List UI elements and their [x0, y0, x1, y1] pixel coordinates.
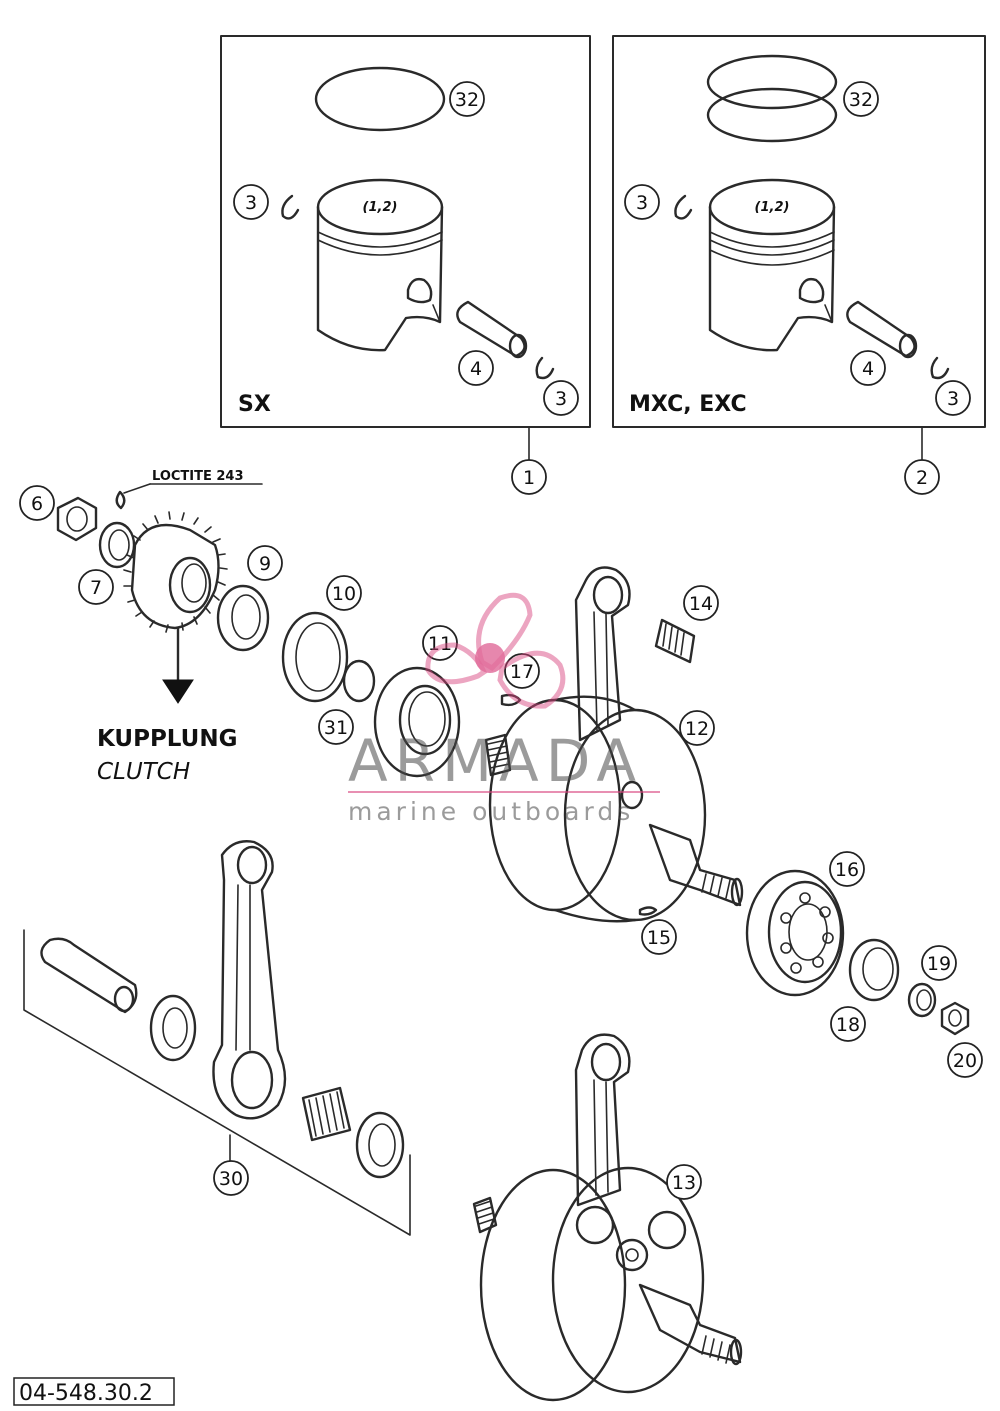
svg-text:16: 16 [835, 859, 859, 881]
callout-18: 18 [830, 1006, 866, 1042]
svg-text:7: 7 [90, 577, 102, 599]
callout-30: 30 [213, 1160, 249, 1196]
svg-text:32: 32 [849, 89, 873, 111]
svg-text:14: 14 [689, 593, 713, 615]
svg-text:4: 4 [862, 358, 874, 380]
svg-text:3: 3 [245, 192, 257, 214]
ball-bearing-part-16 [745, 869, 845, 997]
svg-text:10: 10 [332, 583, 356, 605]
document-number: 04-548.30.2 [19, 1381, 153, 1406]
svg-text:6: 6 [31, 493, 43, 515]
svg-text:19: 19 [927, 953, 951, 975]
clutch-label: CLUTCH [97, 759, 190, 785]
kupplung-label: KUPPLUNG [97, 726, 237, 752]
svg-text:17: 17 [510, 661, 534, 683]
callout-32: 32 [843, 81, 879, 117]
watermark-brand: ARMADA [348, 727, 643, 795]
callout-3: 3 [935, 380, 971, 416]
needle-bearing-part-14 [654, 618, 696, 664]
crankshaft-part-13 [472, 1033, 743, 1402]
piston [316, 178, 444, 352]
piston [708, 178, 836, 352]
callout-2: 2 [904, 459, 940, 495]
watermark-tagline: marine outboards [348, 797, 634, 826]
shaft-seal-part-18 [848, 938, 900, 1002]
crankshaft-part-12 [484, 566, 744, 923]
watermark-logo [425, 592, 566, 709]
bearing-part-11 [373, 666, 461, 778]
piston-ring [314, 66, 446, 132]
callout-3: 3 [543, 380, 579, 416]
callout-31: 31 [318, 709, 354, 745]
svg-text:18: 18 [836, 1014, 860, 1036]
callout-3: 3 [624, 184, 660, 220]
piston-ring [706, 54, 838, 110]
svg-text:30: 30 [219, 1168, 243, 1190]
callout-11: 11 [422, 625, 458, 661]
circlip [535, 356, 555, 380]
nut-part-6 [56, 496, 98, 542]
lock-washer-part-7 [98, 521, 136, 569]
circlip [674, 194, 693, 220]
piston-ring [706, 87, 838, 143]
svg-text:32: 32 [455, 89, 479, 111]
svg-text:12: 12 [685, 718, 709, 740]
svg-text:9: 9 [259, 553, 271, 575]
callout-3: 3 [233, 184, 269, 220]
svg-text:11: 11 [428, 633, 452, 655]
callout-14: 14 [683, 585, 719, 621]
svg-text:3: 3 [636, 192, 648, 214]
callout-15: 15 [641, 919, 677, 955]
svg-text:4: 4 [470, 358, 482, 380]
shim-part-10 [281, 611, 349, 703]
callout-4: 4 [850, 350, 886, 386]
woodruff-key-part-15 [638, 906, 658, 916]
svg-text:15: 15 [647, 927, 671, 949]
callout-4: 4 [458, 350, 494, 386]
woodruff-key-part-17 [500, 693, 522, 707]
o-ring-part-31 [342, 659, 376, 703]
svg-text:2: 2 [916, 467, 928, 489]
spacer-ring-part-9 [216, 584, 270, 652]
box-label-mxc-exc: MXC, EXC [629, 392, 747, 417]
callout-19: 19 [921, 945, 957, 981]
circlip [281, 194, 300, 220]
piston-pin [846, 300, 918, 359]
callout-6: 6 [19, 485, 55, 521]
box-mxc [612, 35, 986, 428]
svg-text:20: 20 [953, 1050, 977, 1072]
piston-pin [456, 300, 528, 359]
svg-text:31: 31 [324, 717, 348, 739]
conrod-kit-part-30 [23, 840, 411, 1236]
piston-marking: (1,2) [755, 200, 790, 215]
callout-12: 12 [679, 710, 715, 746]
callout-10: 10 [326, 575, 362, 611]
svg-text:3: 3 [947, 388, 959, 410]
callout-17: 17 [504, 653, 540, 689]
box-sx [220, 35, 591, 428]
woodruff-key [115, 490, 126, 510]
circlip [930, 356, 950, 380]
callout-9: 9 [247, 545, 283, 581]
piston-marking: (1,2) [363, 200, 398, 215]
nut-part-20 [940, 1001, 970, 1036]
svg-text:1: 1 [523, 467, 535, 489]
callout-1: 1 [511, 459, 547, 495]
callout-20: 20 [947, 1042, 983, 1078]
loctite-note: LOCTITE 243 [152, 469, 244, 484]
callout-16: 16 [829, 851, 865, 887]
washer-part-19 [907, 982, 937, 1018]
callout-13: 13 [666, 1164, 702, 1200]
callout-32: 32 [449, 81, 485, 117]
svg-text:3: 3 [555, 388, 567, 410]
box-label-sx: SX [238, 392, 271, 417]
svg-text:13: 13 [672, 1172, 696, 1194]
callout-7: 7 [78, 569, 114, 605]
primary-gear [123, 511, 228, 633]
